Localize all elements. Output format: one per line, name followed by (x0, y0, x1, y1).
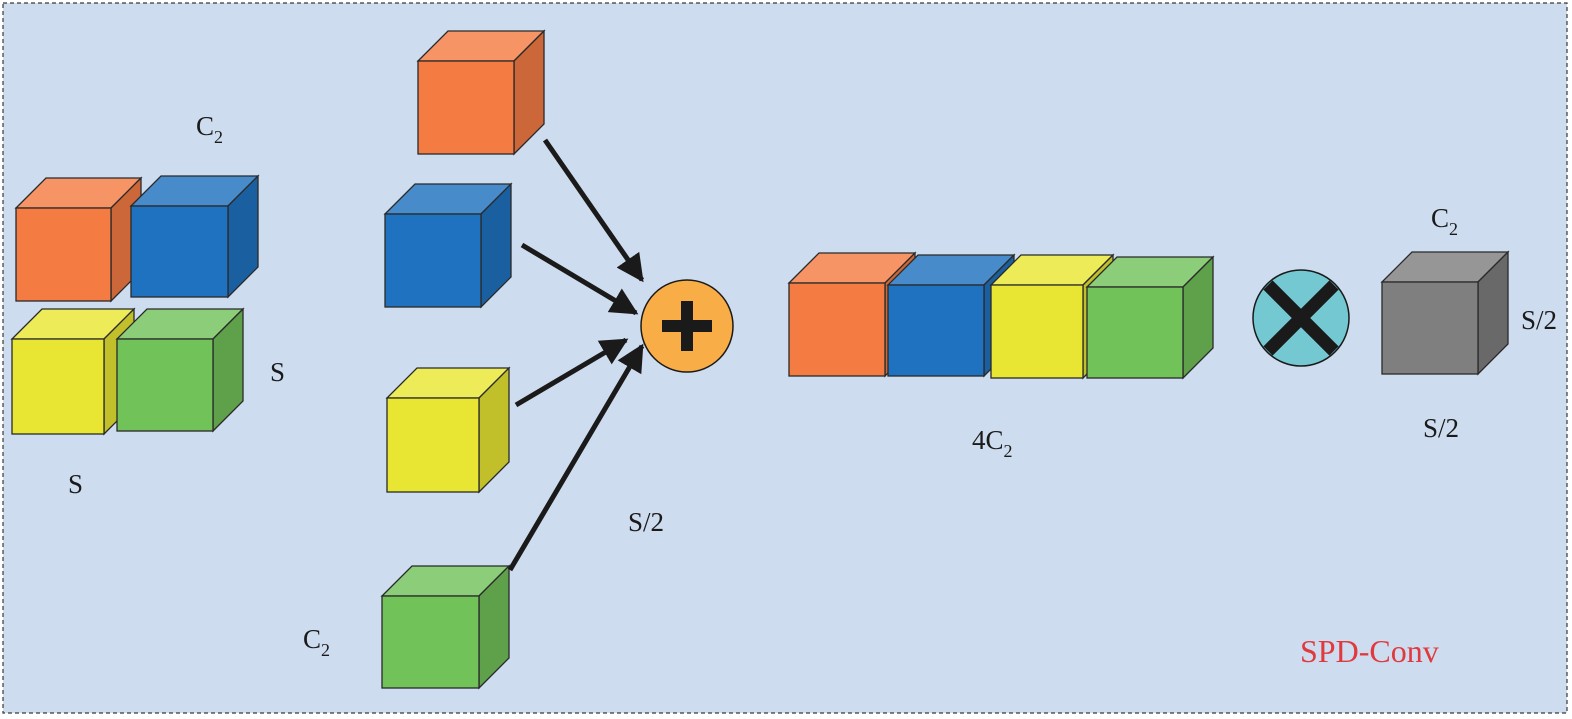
label-4c2: 4C2 (972, 425, 1013, 461)
label-c2-bottom: C2 (303, 624, 330, 660)
label-s-half-middle: S/2 (628, 507, 664, 537)
label-s-half-right: S/2 (1521, 305, 1557, 335)
arrow-orange-to-plus (542, 138, 645, 283)
label-c2-top-left: C2 (196, 111, 223, 147)
arrow-green-to-plus (507, 343, 645, 572)
cube-split-yellow (385, 366, 511, 494)
arrow-yellow-to-plus (514, 337, 629, 408)
label-s-right: S (270, 357, 285, 387)
label-c2-output: C2 (1431, 203, 1458, 239)
cube-layer (10, 29, 1510, 690)
cube-input-orange (14, 176, 143, 303)
diagram-title: SPD-Conv (1300, 633, 1439, 669)
plus-icon (640, 279, 734, 373)
label-s-bottom: S (68, 469, 83, 499)
arrow-blue-to-plus (520, 242, 639, 316)
cube-input-yellow (10, 307, 136, 436)
cube-concat-green (1085, 255, 1215, 380)
cube-input-green (115, 307, 245, 433)
cube-split-orange (416, 29, 546, 156)
cube-input-blue (129, 174, 260, 299)
cube-split-green (380, 564, 511, 690)
cube-split-blue (383, 182, 513, 309)
label-s-half-below: S/2 (1423, 413, 1459, 443)
times-icon (1252, 269, 1350, 367)
cube-output-gray (1380, 250, 1510, 376)
arrow-group (507, 138, 645, 572)
